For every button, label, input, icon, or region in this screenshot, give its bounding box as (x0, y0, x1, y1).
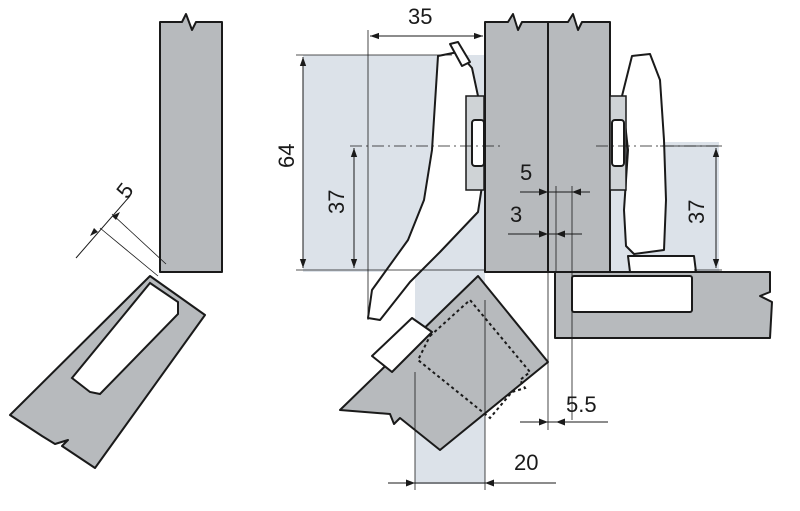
gap-arrow-1 (90, 228, 98, 236)
dim-5-5-arrow-1 (539, 418, 548, 426)
dim-20-arrow-2 (485, 479, 494, 487)
door-panel-right-cutout (571, 275, 693, 313)
dim-5-arrow-1 (539, 188, 548, 196)
dim-5-5-arrow-2 (556, 418, 565, 426)
dim-3-arrow-1 (539, 230, 548, 238)
dim-5-arrow-2 (572, 188, 581, 196)
gap-label: 5 (111, 178, 138, 203)
left-detail: 5 (9, 13, 223, 469)
dim-37-left-label: 37 (324, 190, 349, 214)
dim-64-label: 64 (274, 144, 299, 168)
dim-5-5-label: 5.5 (566, 392, 597, 417)
dim-3-label: 3 (510, 202, 522, 227)
dotted-cup-outline (416, 298, 532, 420)
left-vertical-panel (159, 13, 223, 273)
hinge-arm-left-clip (449, 41, 471, 67)
hinge-arm-left (367, 51, 483, 321)
main-view: 35 64 37 5 3 37 5.5 (274, 4, 773, 490)
gap-dimension-line (75, 195, 131, 259)
gap-ext-line-1 (99, 227, 159, 277)
dim-20-arrow-1 (406, 479, 415, 487)
side-panel-right (547, 13, 611, 273)
gap-arrow-2 (112, 212, 120, 220)
dim-3-arrow-2 (556, 230, 565, 238)
hinge-arm-right (621, 53, 667, 255)
hinge-arm-right-base (627, 255, 697, 273)
left-cup-cutout (70, 281, 179, 396)
dim-37-right-label: 37 (684, 200, 709, 224)
gap-ext-line-2 (111, 213, 167, 265)
dim-20-label: 20 (514, 450, 538, 475)
dim-35-label: 35 (408, 4, 432, 29)
door-panel-angled (339, 275, 549, 451)
dim-5-label: 5 (520, 160, 532, 185)
hinge-arm-left-screw (471, 119, 485, 167)
hinge-cup-middle (371, 317, 433, 373)
side-panel-left (484, 13, 549, 273)
hinge-arm-right-screw (611, 119, 625, 167)
